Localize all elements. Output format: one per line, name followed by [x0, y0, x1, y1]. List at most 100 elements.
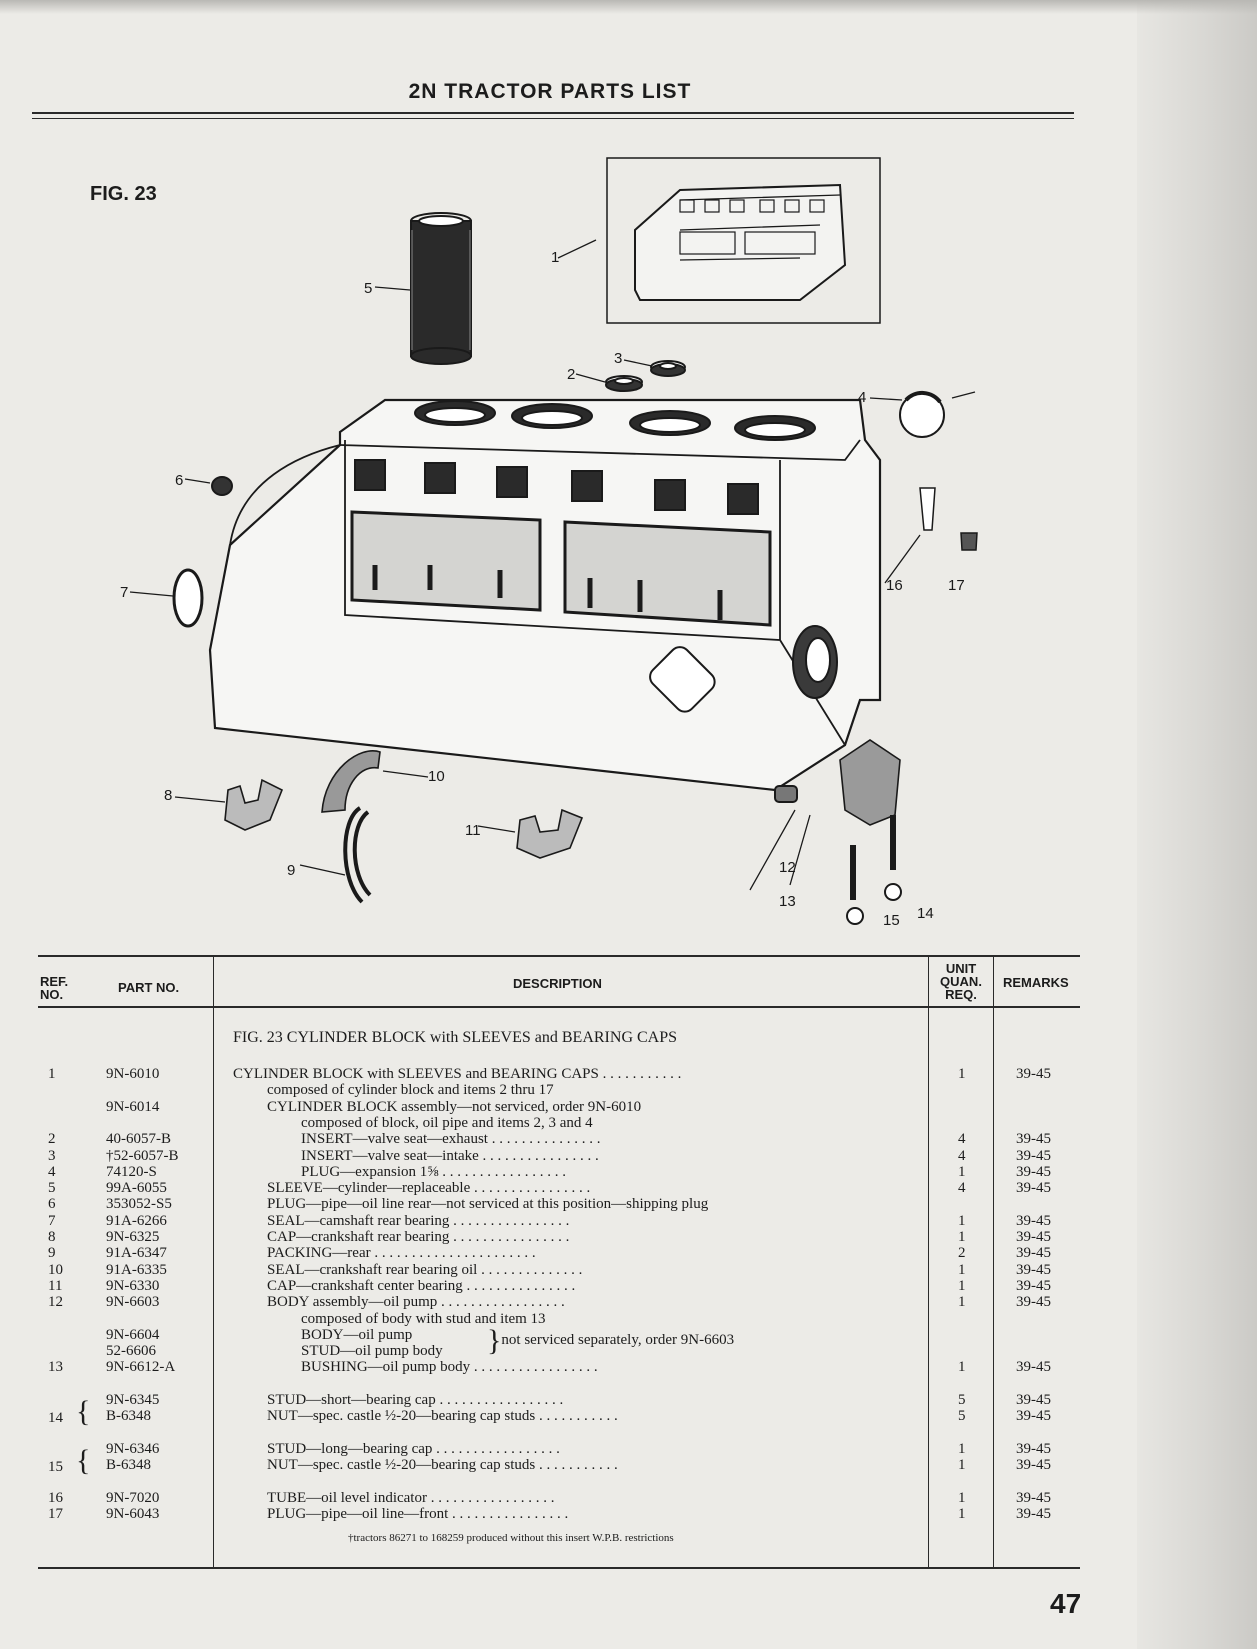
- row-18-ref: 13: [48, 1359, 63, 1376]
- row-7-remarks: 39-45: [1016, 1180, 1051, 1197]
- row-23-remarks: 39-45: [1016, 1440, 1051, 1457]
- row-24-desc: NUT—spec. castle ½-20—bearing cap studs …: [267, 1457, 618, 1474]
- row-9-desc: SEAL—camshaft rear bearing . . . . . . .…: [267, 1212, 570, 1229]
- row-10-remarks: 39-45: [1016, 1229, 1051, 1245]
- row-21-part: B-6348: [106, 1408, 151, 1425]
- callout-12: 12: [779, 859, 796, 876]
- row-27-part: 9N-6043: [106, 1506, 160, 1523]
- valve-insert-part-2: [605, 375, 643, 392]
- row-0-desc: CYLINDER BLOCK with SLEEVES and BEARING …: [233, 1066, 682, 1082]
- brace-ref-14: {: [76, 1395, 91, 1428]
- ref-14: 14: [48, 1410, 63, 1426]
- callout-10: 10: [428, 768, 445, 785]
- row-18-part: 9N-6612-A: [106, 1359, 176, 1376]
- row-5-remarks: 39-45: [1016, 1147, 1051, 1164]
- row-13-remarks: 39-45: [1016, 1277, 1051, 1294]
- row-4-part: 40-6057-B: [106, 1131, 171, 1148]
- row-26-ref: 16: [48, 1489, 63, 1506]
- callout-17: 17: [948, 577, 965, 594]
- row-5-part: †52-6057-B: [106, 1147, 179, 1164]
- row-6-qty: 1: [958, 1163, 966, 1180]
- callout-7: 7: [120, 584, 128, 601]
- row-26-desc: TUBE—oil level indicator . . . . . . . .…: [267, 1489, 555, 1506]
- rear-bearing-cap-part-8: [224, 778, 284, 831]
- row-6-remarks: 39-45: [1016, 1163, 1051, 1180]
- row-27-desc: PLUG—pipe—oil line—front . . . . . . . .…: [267, 1506, 569, 1523]
- callout-4: 4: [858, 389, 866, 406]
- oil-level-tube-part-16: [919, 487, 936, 531]
- row-18-desc: BUSHING—oil pump body . . . . . . . . . …: [301, 1359, 598, 1376]
- callout-1: 1: [551, 249, 559, 266]
- row-14-qty: 1: [958, 1294, 966, 1311]
- callout-8: 8: [164, 787, 172, 804]
- row-11-desc: PACKING—rear . . . . . . . . . . . . . .…: [267, 1245, 536, 1262]
- valve-insert-part-3: [650, 360, 686, 377]
- row-7-ref: 5: [48, 1180, 56, 1197]
- valve-ports: [354, 459, 759, 515]
- row-5-desc: INSERT—valve seat—intake . . . . . . . .…: [301, 1147, 599, 1164]
- row-14-ref: 12: [48, 1294, 63, 1311]
- row-8-ref: 6: [48, 1196, 56, 1213]
- row-9-qty: 1: [958, 1212, 966, 1229]
- row-6-ref: 4: [48, 1163, 56, 1180]
- rear-seal-part-10: [321, 750, 381, 813]
- row-18-qty: 1: [958, 1359, 966, 1376]
- row-14-desc: BODY assembly—oil pump . . . . . . . . .…: [267, 1294, 565, 1311]
- header-part-no: PART NO.: [118, 980, 180, 995]
- callout-14: 14: [917, 905, 934, 922]
- crankcase-opening-left: [350, 510, 542, 612]
- cylinder-block-diagram: 1 2 3 4 5 6 7 8 9 10 11 12 13 14 15 16 1…: [120, 157, 978, 929]
- row-18-remarks: 39-45: [1016, 1359, 1051, 1376]
- callout-9: 9: [287, 862, 295, 879]
- row-0-part: 9N-6010: [106, 1066, 160, 1082]
- row-2-part: 9N-6014: [106, 1098, 160, 1115]
- row-7-qty: 4: [958, 1180, 966, 1197]
- row-12-qty: 1: [958, 1261, 966, 1278]
- section-title: FIG. 23 CYLINDER BLOCK with SLEEVES and …: [233, 1029, 678, 1046]
- sleeve-part-5: [410, 212, 472, 365]
- row-26-remarks: 39-45: [1016, 1489, 1051, 1506]
- row-14-remarks: 39-45: [1016, 1294, 1051, 1311]
- row-26-part: 9N-7020: [106, 1489, 160, 1506]
- row-27-qty: 1: [958, 1506, 966, 1523]
- row-13-part: 9N-6330: [106, 1277, 160, 1294]
- row-9-remarks: 39-45: [1016, 1212, 1051, 1229]
- table-divider-qty-right: [993, 957, 994, 1567]
- row-7-desc: SLEEVE—cylinder—replaceable . . . . . . …: [267, 1180, 591, 1197]
- pipe-plug-part-6: [211, 476, 233, 496]
- row-13-desc: CAP—crankshaft center bearing . . . . . …: [267, 1277, 576, 1294]
- row-11-remarks: 39-45: [1016, 1245, 1051, 1262]
- row-12-desc: SEAL—crankshaft rear bearing oil . . . .…: [267, 1261, 583, 1278]
- row-0-qty: 1: [958, 1066, 966, 1082]
- inset-frame: [606, 157, 881, 324]
- brace-ref-15: {: [76, 1444, 91, 1477]
- row-0-ref: 1: [48, 1066, 56, 1082]
- footnote: †tractors 86271 to 168259 produced witho…: [348, 1532, 674, 1544]
- inset-block-icon: [634, 183, 847, 301]
- row-12-remarks: 39-45: [1016, 1261, 1051, 1278]
- row-8-desc: PLUG—pipe—oil line rear—not serviced at …: [267, 1196, 709, 1213]
- callout-16: 16: [886, 577, 903, 594]
- figure-label: FIG. 23: [90, 183, 157, 205]
- table-rule-top: [38, 955, 1080, 957]
- row-10-desc: CAP—crankshaft rear bearing . . . . . . …: [267, 1229, 570, 1245]
- row-16-part: 9N-6604: [106, 1326, 160, 1343]
- row-21-qty: 5: [958, 1408, 966, 1425]
- row-2-desc: CYLINDER BLOCK assembly—not serviced, or…: [267, 1098, 642, 1115]
- pump-bushing-part-13: [774, 785, 798, 803]
- row-9-ref: 7: [48, 1212, 56, 1229]
- row-17-desc: STUD—oil pump body: [301, 1343, 443, 1360]
- callout-2: 2: [567, 366, 575, 383]
- row-10-part: 9N-6325: [106, 1229, 160, 1245]
- row-4-remarks: 39-45: [1016, 1131, 1051, 1148]
- row-26-qty: 1: [958, 1489, 966, 1506]
- row-24-part: B-6348: [106, 1457, 151, 1474]
- row-11-qty: 2: [958, 1245, 966, 1262]
- row-10-qty: 1: [958, 1229, 966, 1245]
- table-divider-qty-left: [928, 957, 929, 1567]
- row-15-desc: composed of body with stud and item 13: [301, 1310, 546, 1327]
- brace-note: }not serviced separately, order 9N-6603: [487, 1324, 735, 1357]
- header-rule-top: [32, 112, 1074, 114]
- row-11-ref: 9: [48, 1245, 56, 1262]
